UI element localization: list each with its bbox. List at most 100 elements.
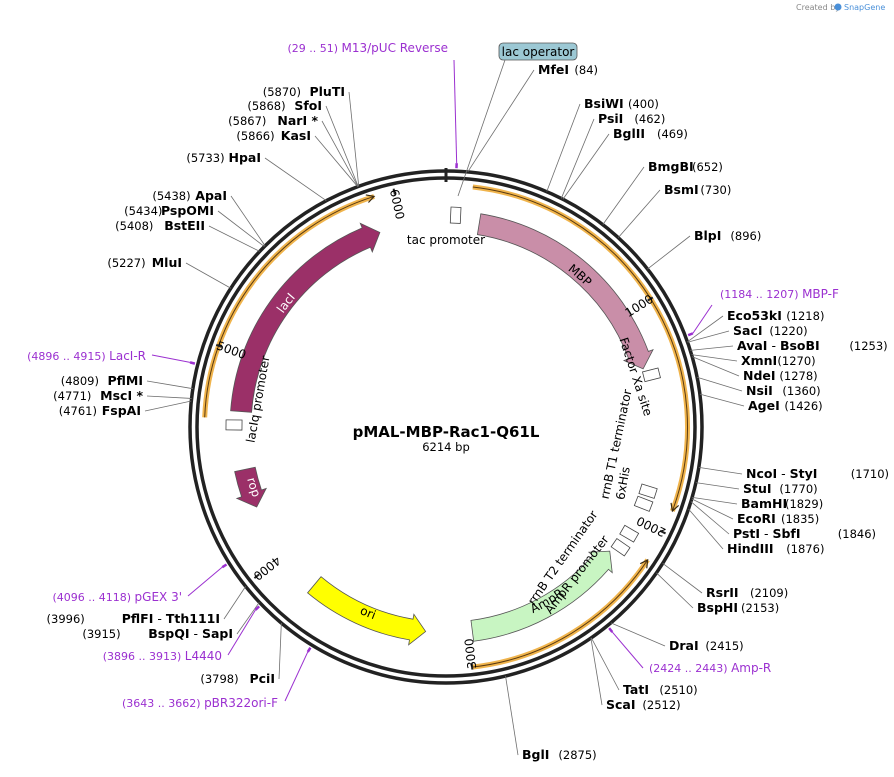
- site-nsii[interactable]: NsiI(1360): [746, 383, 821, 398]
- site-apai[interactable]: ApaI(5438): [152, 188, 227, 203]
- site-leader: [647, 235, 691, 270]
- site-position: (1876): [786, 542, 824, 556]
- site-eco53ki[interactable]: Eco53kI(1218): [727, 308, 824, 323]
- site-position: (4761): [59, 404, 97, 418]
- site-psii[interactable]: PsiI(462): [598, 111, 665, 126]
- site-bgli[interactable]: BglI(2875): [522, 747, 597, 762]
- site-pflfi-tth111i[interactable]: PflFI - Tth111I(3996): [47, 611, 220, 626]
- site-saci[interactable]: SacI(1220): [733, 323, 808, 338]
- site-name: PsiI: [598, 111, 623, 126]
- site-msci[interactable]: MscI *(4771): [53, 388, 143, 403]
- site-ecori[interactable]: EcoRI(1835): [737, 511, 819, 526]
- site-bsteii[interactable]: BstEII(5408): [115, 218, 205, 233]
- primer-pgex-3[interactable]: (4096 .. 4118) pGEX 3': [52, 563, 228, 604]
- feature-arrow-rop[interactable]: [234, 466, 268, 508]
- feature-arrow-mbp[interactable]: [476, 213, 654, 370]
- site-position: (1253): [849, 339, 887, 353]
- site-position: (1360): [782, 384, 820, 398]
- site-name: ScaI: [606, 697, 636, 712]
- site-leader: [691, 356, 740, 377]
- site-position: (2153): [741, 601, 779, 615]
- site-name: BamHI: [741, 496, 787, 511]
- feature-arrow-ori[interactable]: [307, 576, 427, 646]
- site-position: (1270): [777, 354, 815, 368]
- feature-tac-promoter[interactable]: tac promoter: [407, 206, 485, 247]
- site-position: (2109): [750, 586, 788, 600]
- site-ndei[interactable]: NdeI(1278): [743, 368, 818, 383]
- site-kasi[interactable]: KasI(5866): [236, 128, 311, 143]
- site-bglii[interactable]: BglII(469): [613, 126, 688, 141]
- plasmid-size: 6214 bp: [422, 440, 470, 454]
- site-position: (5438): [152, 189, 190, 203]
- orf-band-line: [472, 186, 688, 512]
- site-mfei[interactable]: MfeI(84): [538, 62, 598, 77]
- site-drai[interactable]: DraI(2415): [669, 638, 744, 653]
- site-bspqi-sapi[interactable]: BspQI - SapI(3915): [82, 626, 233, 641]
- site-name: StuI: [743, 481, 772, 496]
- site-bamhi[interactable]: BamHI(1829): [741, 496, 823, 511]
- site-name: AgeI: [748, 398, 780, 413]
- site-agei[interactable]: AgeI(1426): [748, 398, 823, 413]
- site-leader: [146, 395, 192, 399]
- site-name: MfeI: [538, 62, 569, 77]
- site-pflmi[interactable]: PflMI(4809): [61, 373, 143, 388]
- tick-mark: [470, 663, 474, 670]
- site-pcii[interactable]: PciI(3798): [200, 671, 275, 686]
- site-scai[interactable]: ScaI(2512): [606, 697, 681, 712]
- site-blpi[interactable]: BlpI(896): [694, 228, 761, 243]
- site-leader: [208, 225, 260, 252]
- site-stui[interactable]: StuI(1770): [743, 481, 818, 496]
- site-ncoi-styi[interactable]: NcoI - StyI(1710): [746, 466, 889, 481]
- feature-rop[interactable]: rop: [234, 466, 268, 508]
- feature-arrow-ampr[interactable]: [470, 550, 613, 642]
- site-pluti[interactable]: PluTI(5870): [263, 84, 345, 99]
- site-name: MluI: [152, 255, 182, 270]
- primer-amp-r[interactable]: (2424 .. 2443) Amp-R: [608, 627, 771, 675]
- primer-leader: [692, 304, 713, 334]
- site-name: PspOMI: [161, 203, 214, 218]
- feature-mbp[interactable]: MBP: [476, 213, 654, 370]
- primer-l4440[interactable]: (3896 .. 3913) L4440: [103, 605, 261, 663]
- site-xmni[interactable]: XmnI(1270): [741, 353, 816, 368]
- site-name: EcoRI: [737, 511, 776, 526]
- site-leader: [617, 189, 661, 238]
- orf-bands-layer: [202, 184, 690, 670]
- tick-label: 4000: [251, 553, 284, 583]
- site-name: BsmI: [664, 182, 699, 197]
- site-position: (5434): [124, 204, 162, 218]
- site-mlui[interactable]: MluI(5227): [107, 255, 182, 270]
- site-avai-bsobi[interactable]: AvaI - BsoBI(1253): [737, 338, 888, 353]
- site-bsmi[interactable]: BsmI(730): [664, 182, 731, 197]
- site-leader: [146, 380, 193, 390]
- site-nari[interactable]: NarI *(5867): [228, 113, 318, 128]
- primer-pbr322ori-f[interactable]: (3643 .. 3662) pBR322ori-F: [122, 647, 312, 710]
- tick-label: 5000: [215, 339, 248, 362]
- lac-operator-badge[interactable]: lac operator: [498, 42, 578, 61]
- site-hpai[interactable]: HpaI(5733): [186, 150, 261, 165]
- site-position: (5866): [236, 129, 274, 143]
- primer-leader: [611, 631, 644, 669]
- site-tati[interactable]: TatI(2510): [623, 682, 698, 697]
- site-leader: [325, 105, 359, 187]
- site-leader: [185, 262, 232, 289]
- site-position: (5408): [115, 219, 153, 233]
- primer-mbp-f[interactable]: (1184 .. 1207) MBP-F: [687, 287, 839, 337]
- tick-mark: [647, 296, 654, 302]
- site-hindiii[interactable]: HindIII(1876): [727, 541, 824, 556]
- primer-m13-puc-reverse[interactable]: (29 .. 51) M13/pUC Reverse: [287, 41, 458, 169]
- primer-laci-r[interactable]: (4896 .. 4915) LacI-R: [27, 349, 196, 365]
- site-sfoi[interactable]: SfoI(5868): [247, 98, 322, 113]
- feature-arrow-laci[interactable]: [230, 222, 381, 413]
- feature-6xhis[interactable]: 6xHis: [613, 466, 658, 501]
- site-bsphi[interactable]: BspHI(2153): [697, 600, 779, 615]
- feature-ori[interactable]: ori: [307, 576, 427, 646]
- site-fspai[interactable]: FspAI(4761): [59, 403, 141, 418]
- site-name: PstI - SbfI: [733, 526, 801, 541]
- site-psti-sbfi[interactable]: PstI - SbfI(1846): [733, 526, 876, 541]
- site-bmgbi[interactable]: BmgBI(652): [648, 159, 723, 174]
- site-rsrii[interactable]: RsrII(2109): [706, 585, 788, 600]
- site-leader: [690, 501, 730, 535]
- site-bsiwi[interactable]: BsiWI(400): [584, 96, 659, 111]
- site-pspomi[interactable]: PspOMI(5434): [124, 203, 214, 218]
